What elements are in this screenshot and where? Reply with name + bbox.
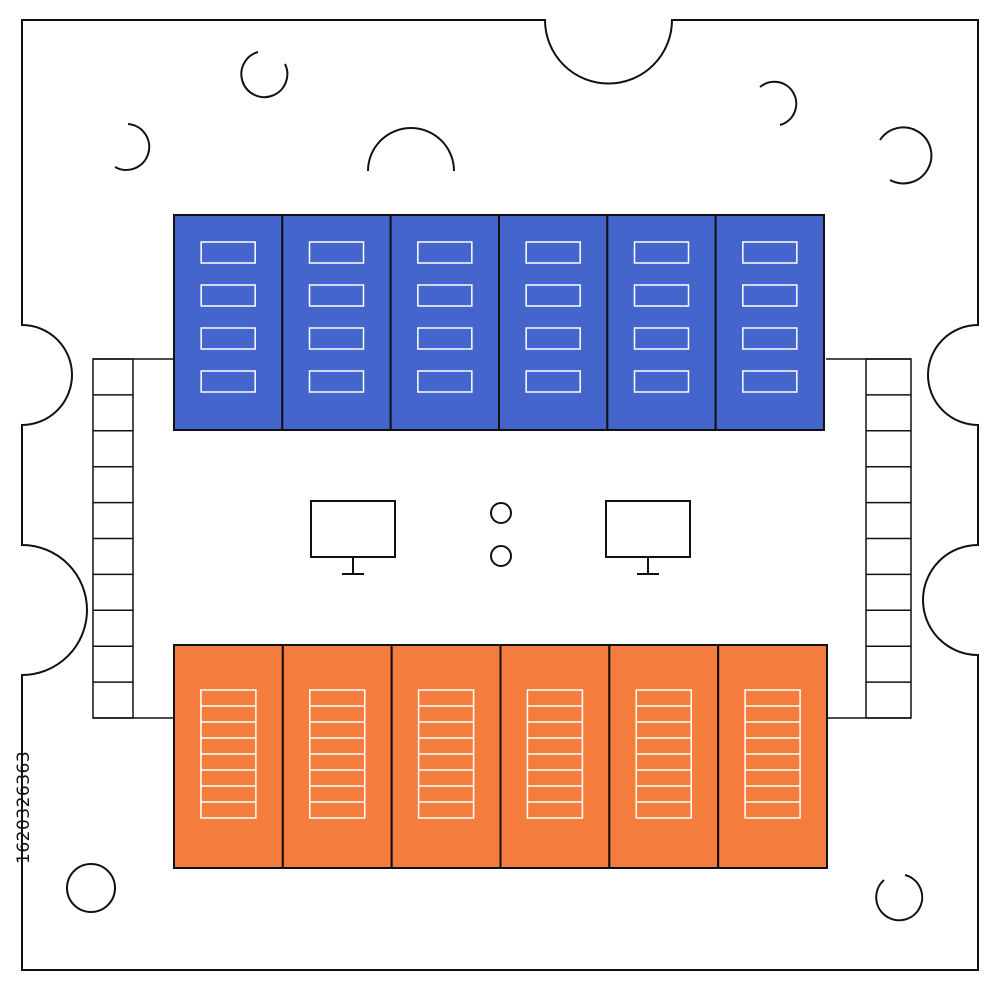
- crater-circle-icon: [875, 874, 924, 922]
- drive-bay: [308, 370, 365, 393]
- rack-body: [281, 214, 392, 431]
- crater-circle-icon: [879, 126, 933, 185]
- rack-body: [173, 214, 284, 431]
- drive-bay: [417, 241, 473, 264]
- drive-bay: [525, 241, 581, 264]
- drive-bay: [525, 284, 581, 307]
- crater-circle-icon: [240, 51, 289, 99]
- rack-body: [608, 644, 720, 869]
- drive-bay: [200, 327, 256, 350]
- drive-bay: [633, 370, 690, 393]
- server-rack-orange: [173, 644, 284, 869]
- drive-bay: [525, 370, 581, 393]
- rack-body: [390, 644, 502, 869]
- server-rack-blue: [173, 214, 284, 431]
- rack-body: [717, 644, 829, 869]
- server-rack-blue: [281, 214, 392, 431]
- rack-body: [389, 214, 500, 431]
- drive-bay: [742, 284, 798, 307]
- side-ladder-right: [826, 358, 912, 719]
- drive-bay: [633, 327, 690, 350]
- rack-body: [498, 214, 609, 431]
- server-rack-orange: [608, 644, 720, 869]
- drive-bay: [742, 241, 798, 264]
- drive-bay: [742, 327, 798, 350]
- server-rack-orange: [499, 644, 611, 869]
- crater-circle-icon: [66, 863, 116, 913]
- rack-body: [499, 644, 611, 869]
- drive-bay: [633, 241, 690, 264]
- indicator-light-icon: [490, 502, 512, 524]
- rack-body: [173, 644, 284, 869]
- lower-server-racks: [173, 644, 829, 869]
- server-rack-orange: [717, 644, 829, 869]
- drive-bay: [200, 370, 256, 393]
- drive-bay: [308, 284, 365, 307]
- drive-bay: [742, 370, 798, 393]
- drive-bay: [200, 241, 256, 264]
- stock-id-watermark: 1620326363: [14, 750, 34, 864]
- drive-bay: [417, 370, 473, 393]
- indicator-light-icon: [490, 545, 512, 567]
- rack-body: [606, 214, 717, 431]
- server-rack-blue: [714, 214, 826, 431]
- decor-arcs: [66, 51, 933, 922]
- drive-bay: [308, 241, 365, 264]
- drive-bay: [308, 327, 365, 350]
- drive-bay: [417, 284, 473, 307]
- monitor-icon: [310, 500, 396, 575]
- crater-circle-icon: [367, 127, 455, 172]
- server-rack-blue: [498, 214, 609, 431]
- drive-bay: [417, 327, 473, 350]
- server-rack-blue: [606, 214, 717, 431]
- monitor-icon: [605, 500, 691, 575]
- server-rack-orange: [281, 644, 393, 869]
- rack-body: [281, 644, 393, 869]
- server-rack-blue: [389, 214, 500, 431]
- rack-body: [714, 214, 826, 431]
- drive-bay: [525, 327, 581, 350]
- upper-server-racks: [173, 214, 826, 431]
- drive-bay: [633, 284, 690, 307]
- drive-bay: [200, 284, 256, 307]
- server-rack-orange: [390, 644, 502, 869]
- side-ladder-left: [92, 358, 175, 719]
- crater-circle-icon: [114, 123, 151, 171]
- crater-circle-icon: [759, 80, 798, 126]
